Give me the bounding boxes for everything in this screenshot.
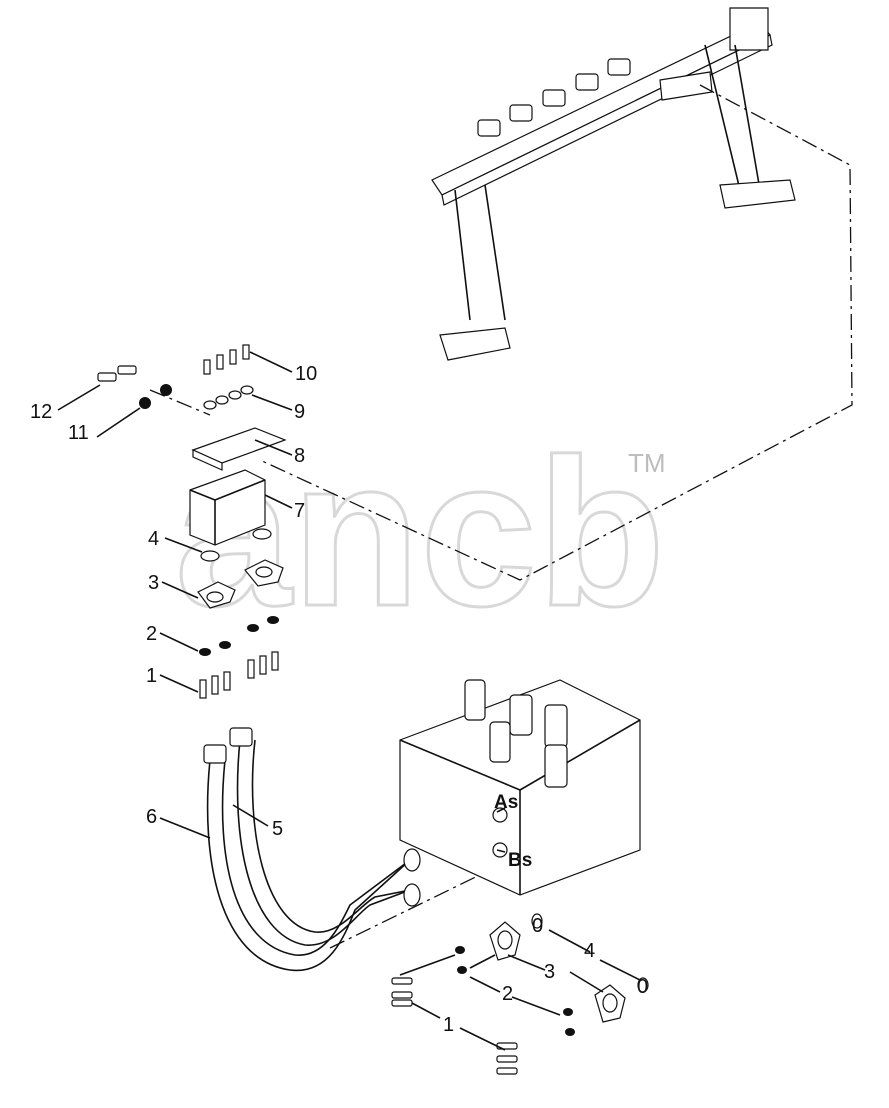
callout-1-lower: 1 xyxy=(443,1014,454,1036)
callout-1-upper: 1 xyxy=(146,665,157,687)
bolts-top xyxy=(97,344,254,410)
callout-4-lower: 4 xyxy=(584,940,595,962)
port-labels: As Bs xyxy=(494,792,532,871)
callout-3-lower: 3 xyxy=(544,961,555,983)
callout-11: 11 xyxy=(68,422,89,444)
callout-9: 9 xyxy=(294,401,305,423)
callout-8: 8 xyxy=(294,445,305,467)
callout-0-lower: 0 xyxy=(637,976,648,998)
watermark-trademark: TM xyxy=(628,448,666,478)
port-label-bs: Bs xyxy=(508,850,532,871)
callout-4-upper: 4 xyxy=(148,528,159,550)
flange-group-right xyxy=(391,913,649,1075)
control-valve xyxy=(399,679,641,896)
callout-6: 6 xyxy=(146,806,157,828)
leader-lines xyxy=(57,351,641,1051)
callout-0-upper: 0 xyxy=(532,915,543,937)
callouts: 12 11 10 9 8 7 4 3 2 1 6 5 0 4 0 3 2 1 xyxy=(30,363,648,1036)
callout-10: 10 xyxy=(295,363,317,385)
mounting-block xyxy=(189,427,287,546)
callout-2-lower: 2 xyxy=(502,983,513,1005)
frame-port-fittings xyxy=(477,58,631,137)
callout-12: 12 xyxy=(30,401,52,423)
callout-2-upper: 2 xyxy=(146,623,157,645)
callout-7: 7 xyxy=(294,500,305,522)
callout-5: 5 xyxy=(272,818,283,840)
hoses xyxy=(203,727,421,972)
callout-3-upper: 3 xyxy=(148,572,159,594)
support-frame xyxy=(431,7,796,361)
routing-lines xyxy=(149,84,853,949)
flange-group-left xyxy=(197,528,284,699)
port-label-as: As xyxy=(494,792,518,813)
